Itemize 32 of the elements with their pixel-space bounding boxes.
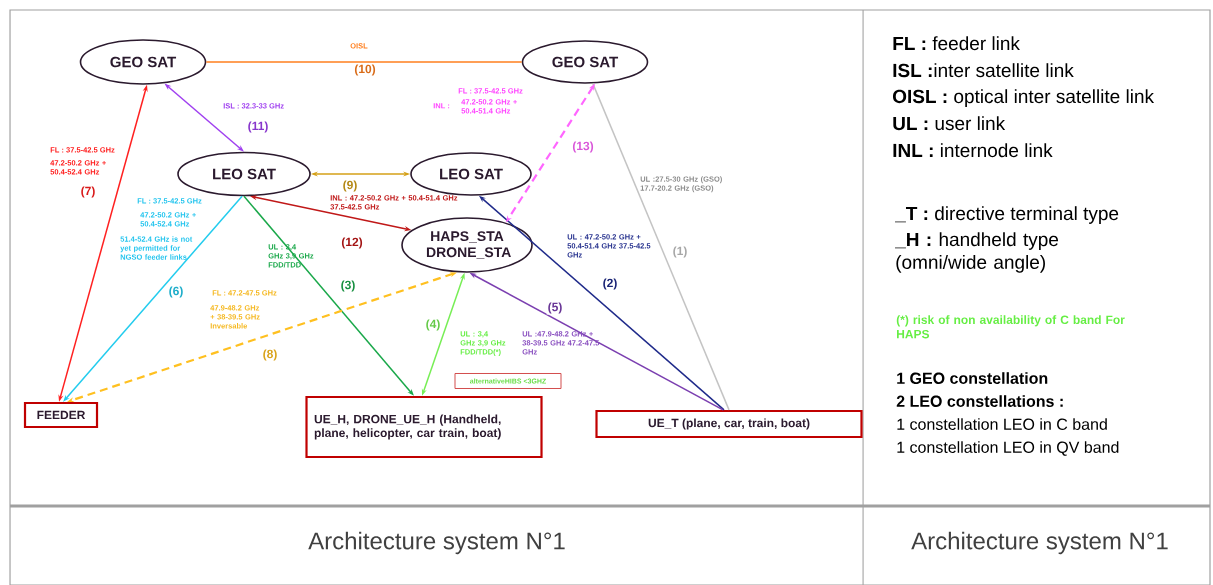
edge-label: (13) (571, 140, 595, 154)
legend-text: OISL : optical inter satellite link (893, 89, 1155, 107)
edge-label: (9) (341, 179, 359, 193)
legend-text: INL : internode link (893, 143, 1053, 158)
arrow (243, 195, 414, 396)
terminal-box: FEEDER (23, 401, 99, 429)
legend-text: 1 constellation LEO in C band (897, 418, 1107, 430)
legend-text: 1 GEO constellation (897, 372, 1048, 384)
legend-text: _T : directive terminal type (895, 206, 1119, 224)
edge-label: (8) (261, 348, 279, 362)
terminal-box: UE_H, DRONE_UE_H (Handheld, plane, helicopter, car train, boat) (305, 395, 543, 459)
caption-cell: Architecture system N°1 (308, 531, 565, 555)
edge-label: (11) (246, 120, 270, 134)
edge-label: (6) (167, 285, 185, 299)
edge-label: (10) (353, 63, 377, 77)
legend-text: 2 LEO constellations : (896, 395, 1063, 407)
edge-label: (5) (546, 301, 564, 315)
edge-label: (3) (339, 279, 357, 293)
edge-label: (7) (79, 185, 97, 199)
legend-text: ISL :inter satellite link (893, 63, 1074, 78)
edge-label: (4) (424, 318, 442, 332)
edge-label: (12) (340, 236, 364, 250)
edge-label: (1) (671, 245, 689, 259)
legend-text: UL : user link (893, 116, 1006, 131)
legend-text: FL : feeder link (893, 36, 1020, 51)
legend-text: 1 constellation LEO in QV band (897, 441, 1119, 456)
arrow (63, 195, 243, 402)
caption-cell: Architecture system N°1 (911, 531, 1168, 555)
legend-text: (*) risk of non availability of C band For HAPS (896, 315, 1125, 339)
legend-text: _H : handheld type (omni/wide angle) (895, 232, 1059, 273)
edge-label: (2) (601, 277, 619, 291)
terminal-box: UE_T (plane, car, train, boat) (595, 409, 863, 439)
